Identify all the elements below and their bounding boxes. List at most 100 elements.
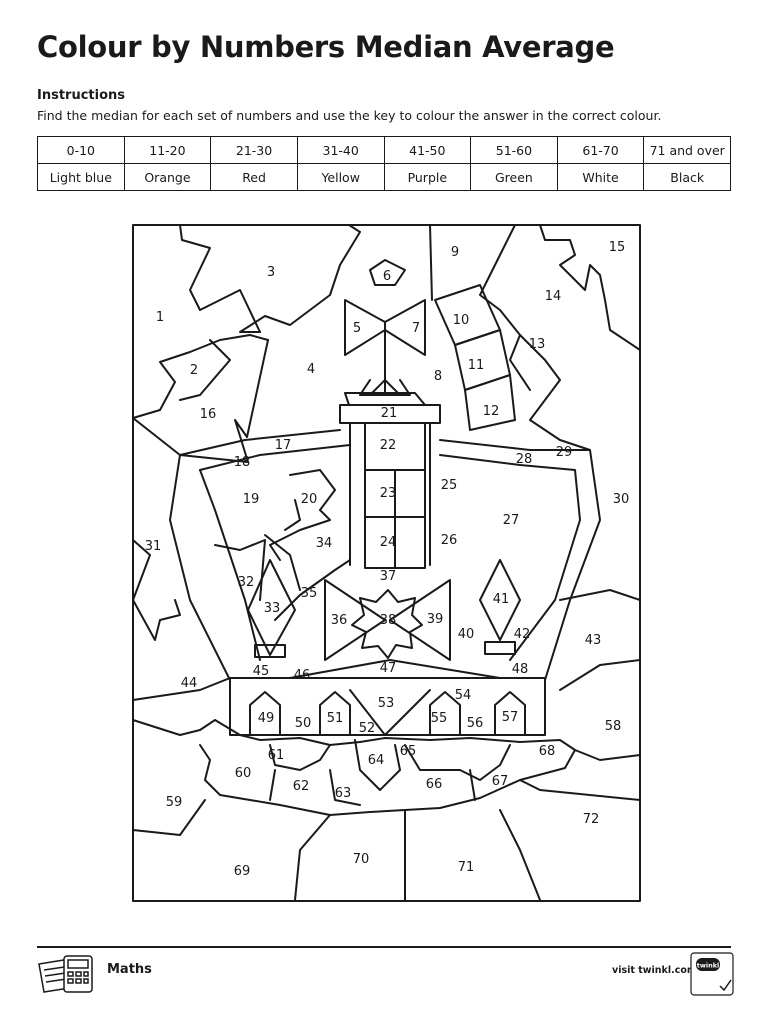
region-number: 52 [359,721,376,736]
region-number: 21 [381,406,398,421]
region-number: 57 [502,710,519,725]
region-number: 66 [426,777,443,792]
region-number: 71 [458,860,475,875]
key-colour-cell: Green [470,163,558,191]
region-number: 61 [268,748,285,763]
key-range-cell: 71 and over [643,136,731,164]
region-number: 53 [378,696,395,711]
region-number: 34 [316,536,333,551]
region-number: 39 [427,612,444,627]
region-number: 36 [331,613,348,628]
region-number: 31 [145,539,162,554]
region-number: 49 [258,711,275,726]
region-number: 69 [234,864,251,879]
region-number: 44 [181,676,198,691]
key-ranges-row: 0-10 11-20 21-30 31-40 41-50 51-60 61-70… [37,136,731,164]
key-colour-cell: Light blue [37,163,125,191]
region-number: 70 [353,852,370,867]
region-number: 51 [327,711,344,726]
region-number: 63 [335,786,352,801]
region-number: 55 [431,711,448,726]
region-number: 5 [353,321,361,336]
region-number: 64 [368,753,385,768]
key-colour-cell: Yellow [296,163,385,191]
calculator-notebook-icon [38,955,93,993]
region-number: 4 [307,362,315,377]
region-number: 67 [492,774,509,789]
key-range-cell: 51-60 [470,136,558,164]
key-colours-row: Light blue Orange Red Yellow Purple Gree… [37,163,731,191]
region-number: 28 [516,452,533,467]
colour-key-table: 0-10 11-20 21-30 31-40 41-50 51-60 61-70… [37,136,731,191]
region-number: 3 [267,265,275,280]
page-title: Colour by Numbers Median Average [37,30,615,64]
region-number: 68 [539,744,556,759]
region-number: 54 [455,688,472,703]
region-number: 25 [441,478,458,493]
region-number: 41 [493,592,510,607]
region-number: 65 [400,744,417,759]
region-number: 35 [301,586,318,601]
key-colour-cell: Purple [383,163,472,191]
key-range-cell: 41-50 [383,136,472,164]
region-number: 45 [253,664,270,679]
region-number: 40 [458,627,475,642]
footer-visit-link[interactable]: visit twinkl.com [612,965,697,976]
region-number: 59 [166,795,183,810]
region-number: 11 [468,358,485,373]
key-range-cell: 0-10 [37,136,125,164]
key-range-cell: 61-70 [556,136,645,164]
region-number: 18 [234,455,251,470]
region-number: 56 [467,716,484,731]
key-range-cell: 11-20 [123,136,212,164]
region-number: 33 [264,601,281,616]
region-number: 60 [235,766,252,781]
region-number: 6 [383,269,391,284]
region-number: 16 [200,407,217,422]
footer-divider [37,946,731,948]
region-number: 14 [545,289,562,304]
region-number: 42 [514,627,531,642]
region-number: 30 [613,492,630,507]
region-number: 47 [380,661,397,676]
region-number: 12 [483,404,500,419]
twinkl-logo-icon: twinkl [690,952,734,996]
region-number: 7 [412,321,420,336]
region-number: 72 [583,812,600,827]
region-number: 24 [380,535,397,550]
key-range-cell: 21-30 [210,136,298,164]
region-number: 8 [434,369,442,384]
region-number: 26 [441,533,458,548]
region-number: 46 [294,668,311,683]
region-number: 23 [380,486,397,501]
region-number: 43 [585,633,602,648]
key-colour-cell: Red [210,163,298,191]
region-number: 10 [453,313,470,328]
key-range-cell: 31-40 [296,136,385,164]
region-number: 15 [609,240,626,255]
region-number: 19 [243,492,260,507]
region-number: 13 [529,337,546,352]
region-number: 29 [556,445,573,460]
key-colour-cell: Orange [123,163,212,191]
key-colour-cell: Black [643,163,731,191]
region-number: 38 [380,613,397,628]
region-number: 27 [503,513,520,528]
region-number: 17 [275,438,292,453]
svg-text:twinkl: twinkl [697,962,720,970]
region-number: 20 [301,492,318,507]
region-number: 62 [293,779,310,794]
region-number: 32 [238,575,255,590]
footer-subject: Maths [107,962,152,977]
region-number: 9 [451,245,459,260]
region-number: 2 [190,363,198,378]
region-number: 1 [156,310,164,325]
region-number: 50 [295,716,312,731]
region-number: 48 [512,662,529,677]
instructions-heading: Instructions [37,88,126,103]
region-number: 37 [380,569,397,584]
picture-frame [132,224,641,902]
region-number: 58 [605,719,622,734]
key-colour-cell: White [556,163,645,191]
